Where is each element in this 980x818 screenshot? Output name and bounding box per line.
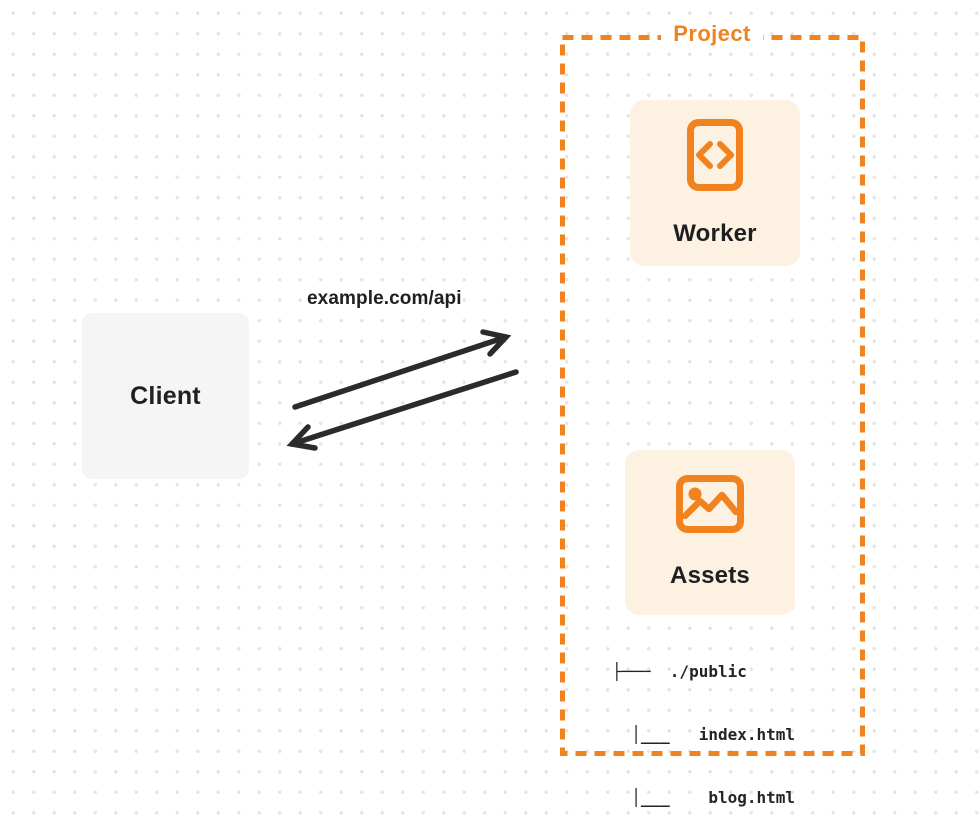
- client-label: Client: [130, 381, 201, 410]
- project-title-text: Project: [661, 21, 763, 47]
- file-tree-line: ├─── ./public: [612, 662, 747, 681]
- file-tree-line: │___ blog.html: [612, 788, 796, 807]
- file-tree-line: │___ index.html: [612, 725, 796, 744]
- project-boundary: [560, 35, 865, 756]
- image-icon: [676, 475, 744, 538]
- worker-node: Worker: [630, 100, 800, 266]
- assets-node: Assets: [625, 450, 795, 615]
- worker-label: Worker: [673, 219, 757, 247]
- assets-label: Assets: [670, 562, 750, 589]
- response-arrow: [286, 369, 519, 451]
- assets-file-tree: ├─── ./public │___ index.html │___ blog.…: [612, 619, 795, 818]
- client-node: Client: [82, 313, 249, 479]
- request-url-label: example.com/api: [307, 288, 462, 309]
- request-arrow: [292, 329, 512, 410]
- project-group-title: Project: [562, 21, 862, 47]
- code-file-icon: [687, 118, 743, 196]
